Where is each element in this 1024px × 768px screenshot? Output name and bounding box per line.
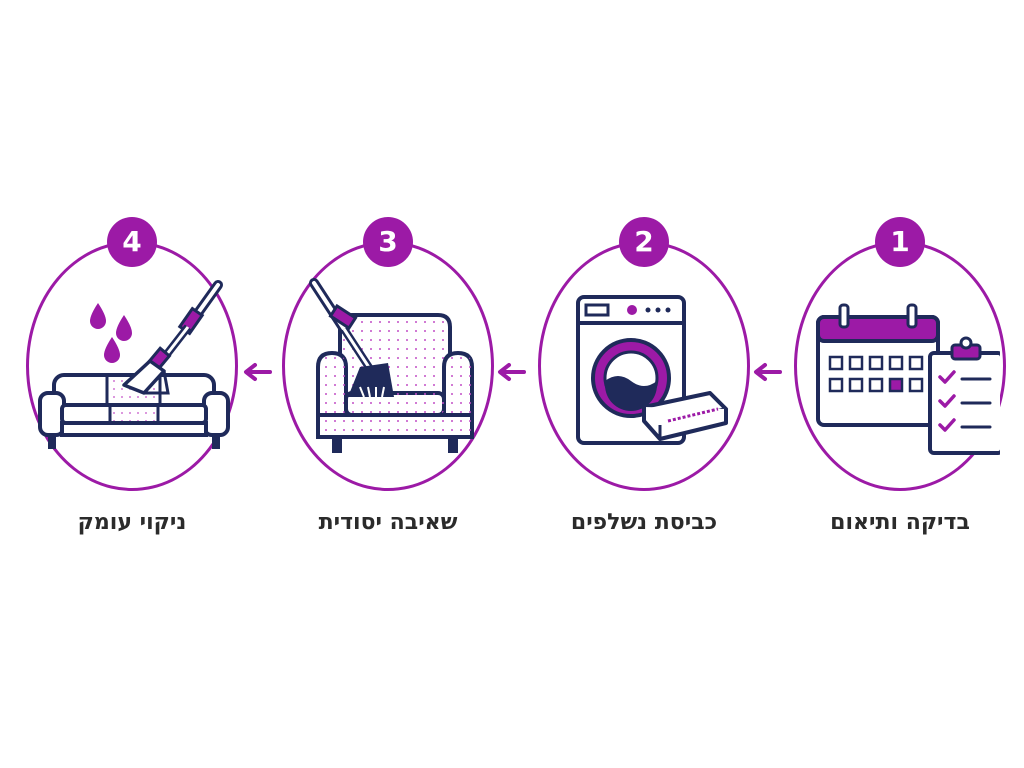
step-2-label: כביסת נשלפים: [570, 510, 718, 535]
sofa-steam-cleaner-icon: [38, 280, 230, 449]
washing-machine-icon: [576, 295, 728, 445]
step-4-label: ניקוי עומק: [77, 510, 187, 535]
step-3-label: שאיבה יסודית: [318, 510, 458, 535]
arrow-left-icon: [244, 363, 272, 381]
step-4-number-badge: 4: [107, 217, 157, 267]
step-4-circle: [26, 241, 238, 491]
arrow-left-icon: [754, 363, 782, 381]
step-3: 3 שאיבה יסודית: [278, 205, 518, 565]
step-4: 4 ניקוי עומק: [22, 205, 262, 565]
step-1: 1 בדיקה: [790, 205, 1024, 565]
step-2-number-badge: 2: [619, 217, 669, 267]
armchair-vacuum-icon: [309, 278, 474, 453]
step-1-number-badge: 1: [875, 217, 925, 267]
step-3-number-badge: 3: [363, 217, 413, 267]
step-1-label: בדיקה ותיאום: [830, 510, 970, 535]
step-2: 2 כביסת נשלפים: [534, 205, 774, 565]
arrow-left-icon: [498, 363, 526, 381]
calendar-clipboard-icon: [816, 303, 1000, 455]
